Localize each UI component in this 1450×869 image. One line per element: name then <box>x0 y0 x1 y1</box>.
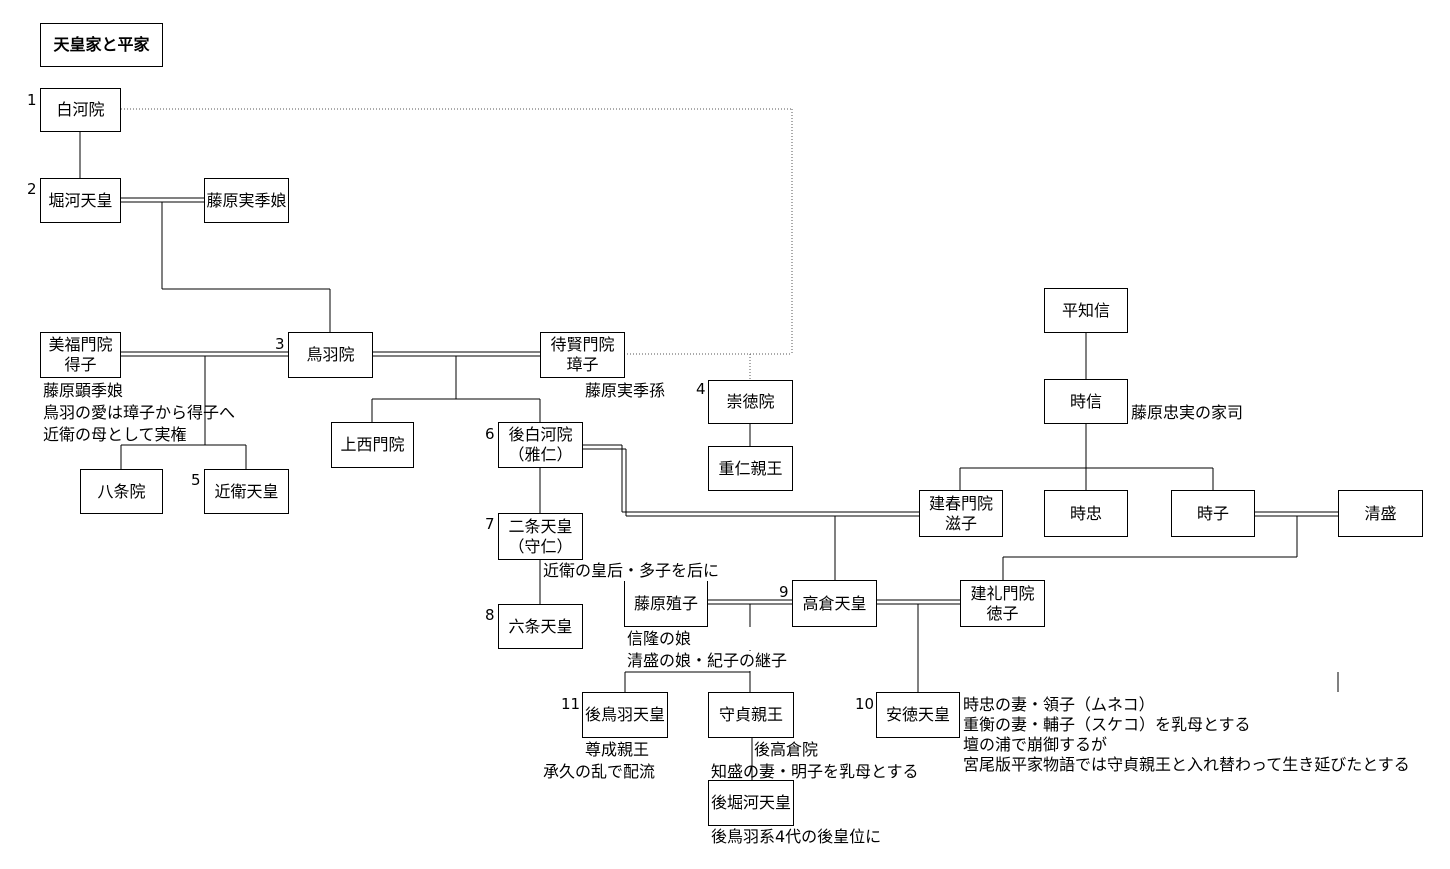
reign-number-6: 6 <box>485 425 495 443</box>
person-label: 藤原殖子 <box>633 593 698 613</box>
note-antoku-1: 時忠の妻・領子（ムネコ） <box>963 695 1155 714</box>
person-label: 藤原実季娘 <box>206 190 287 210</box>
person-title: 建礼門院 <box>970 583 1035 603</box>
person-kiyomori: 清盛 <box>1338 490 1423 537</box>
person-label: 堀河天皇 <box>48 190 113 210</box>
person-shigehito: 重仁親王 <box>708 446 793 491</box>
person-label: 後鳥羽天皇 <box>584 705 665 724</box>
person-horikawa: 堀河天皇 <box>40 178 121 223</box>
person-tokinobu: 時信 <box>1044 379 1128 424</box>
person-name: （雅仁） <box>508 445 573 464</box>
person-label: 重仁親王 <box>718 458 783 478</box>
person-label: 後堀河天皇 <box>710 793 791 812</box>
person-toba: 鳥羽院 <box>288 332 373 378</box>
person-label: 鳥羽院 <box>306 345 355 364</box>
note-gotoba-2: 承久の乱で配流 <box>543 762 656 781</box>
person-sutoku: 崇徳院 <box>708 380 793 424</box>
person-label: 時子 <box>1196 503 1229 523</box>
person-title: 美福門院 <box>48 335 113 354</box>
person-antoku: 安徳天皇 <box>876 692 960 738</box>
person-morisada: 守貞親王 <box>708 692 794 738</box>
person-nijo: 二条天皇 （守仁） <box>498 513 583 560</box>
note-bifukumonin-2: 鳥羽の愛は璋子から得子へ <box>43 403 236 422</box>
reign-number-4: 4 <box>696 380 706 398</box>
person-label: 上西門院 <box>340 435 405 454</box>
reign-number-3: 3 <box>275 335 285 353</box>
note-shokushi-2: 清盛の娘・紀子の継子 <box>627 651 788 671</box>
person-label: 高倉天皇 <box>802 593 867 613</box>
person-kenreimonin: 建礼門院 徳子 <box>960 580 1045 627</box>
person-gotoba: 後鳥羽天皇 <box>582 692 668 738</box>
note-antoku-4: 宮尾版平家物語では守貞親王と入れ替わって生き延びたとする <box>963 755 1410 774</box>
person-title: 後白河院 <box>508 425 573 444</box>
note-gotoba-1: 尊成親王 <box>585 740 650 759</box>
note-gohorikawa: 後鳥羽系4代の後皇位に <box>711 827 882 846</box>
person-label: 守貞親王 <box>718 705 783 724</box>
person-jyosaimonin: 上西門院 <box>331 422 414 468</box>
reign-number-8: 8 <box>485 606 495 624</box>
reign-number-9: 9 <box>779 583 789 601</box>
note-shokushi-1: 信隆の娘 <box>627 629 692 648</box>
reign-number-11: 11 <box>561 695 581 713</box>
dotted-line-shirakawa-sutoku <box>121 108 793 380</box>
person-name: 徳子 <box>986 603 1019 623</box>
person-kenshunmonin: 建春門院 滋子 <box>919 490 1003 537</box>
person-label: 近衛天皇 <box>214 481 279 501</box>
person-taikenmonin: 待賢門院 璋子 <box>540 332 625 378</box>
reign-number-10: 10 <box>855 695 875 713</box>
person-label: 清盛 <box>1364 503 1397 523</box>
person-fujiwara-shokushi: 藤原殖子 <box>624 580 708 627</box>
person-hachijoin: 八条院 <box>80 469 163 514</box>
person-title: 待賢門院 <box>550 335 615 354</box>
note-antoku-2: 重衡の妻・輔子（スケコ）を乳母とする <box>963 715 1251 734</box>
note-taikenmonin: 藤原実季孫 <box>585 381 665 401</box>
person-name: 得子 <box>64 355 97 374</box>
person-tokiko: 時子 <box>1171 490 1255 537</box>
note-nijo: 近衛の皇后・多子を后に <box>543 561 720 581</box>
person-fujiwara-sanesue-musume: 藤原実季娘 <box>204 178 289 223</box>
person-title: 二条天皇 <box>508 516 573 536</box>
notes-antoku: 時忠の妻・領子（ムネコ） 重衡の妻・輔子（スケコ）を乳母とする 壇の浦で崩御する… <box>963 695 1410 775</box>
person-title: 建春門院 <box>928 493 993 513</box>
note-morisada-1: 後高倉院 <box>754 740 819 759</box>
person-label: 白河院 <box>56 100 105 119</box>
person-takakura: 高倉天皇 <box>792 580 877 627</box>
reign-number-1: 1 <box>27 91 37 109</box>
diagram-title-text: 天皇家と平家 <box>53 35 150 54</box>
note-bifukumonin-1: 藤原顕季娘 <box>43 381 124 400</box>
diagram-title: 天皇家と平家 <box>40 23 163 67</box>
person-label: 時信 <box>1069 391 1102 411</box>
person-name: （守仁） <box>508 536 573 556</box>
note-morisada-2: 知盛の妻・明子を乳母とする <box>711 762 919 781</box>
person-goshirakawa: 後白河院 （雅仁） <box>498 422 583 468</box>
person-label: 平知信 <box>1061 300 1110 320</box>
person-label: 崇徳院 <box>726 392 775 411</box>
person-bifukumonin: 美福門院 得子 <box>40 332 121 378</box>
reign-number-2: 2 <box>27 180 37 198</box>
person-label: 八条院 <box>97 481 146 501</box>
person-name: 滋子 <box>944 513 977 533</box>
note-antoku-3: 壇の浦で崩御するが <box>963 735 1108 754</box>
person-tokitada: 時忠 <box>1044 490 1128 537</box>
note-tokinobu: 藤原忠実の家司 <box>1131 403 1244 422</box>
person-shirakawa: 白河院 <box>40 88 121 132</box>
note-bifukumonin-3: 近衛の母として実権 <box>43 425 187 444</box>
reign-number-7: 7 <box>485 515 495 533</box>
reign-number-5: 5 <box>191 471 201 489</box>
person-label: 六条天皇 <box>508 616 573 636</box>
person-label: 時忠 <box>1069 503 1102 523</box>
person-rokujo: 六条天皇 <box>498 604 583 649</box>
person-name: 璋子 <box>566 355 599 374</box>
person-gohorikawa: 後堀河天皇 <box>708 780 794 826</box>
person-tairano-tomonobu: 平知信 <box>1044 288 1128 333</box>
person-konoe: 近衛天皇 <box>204 469 289 514</box>
person-label: 安徳天皇 <box>885 705 950 724</box>
